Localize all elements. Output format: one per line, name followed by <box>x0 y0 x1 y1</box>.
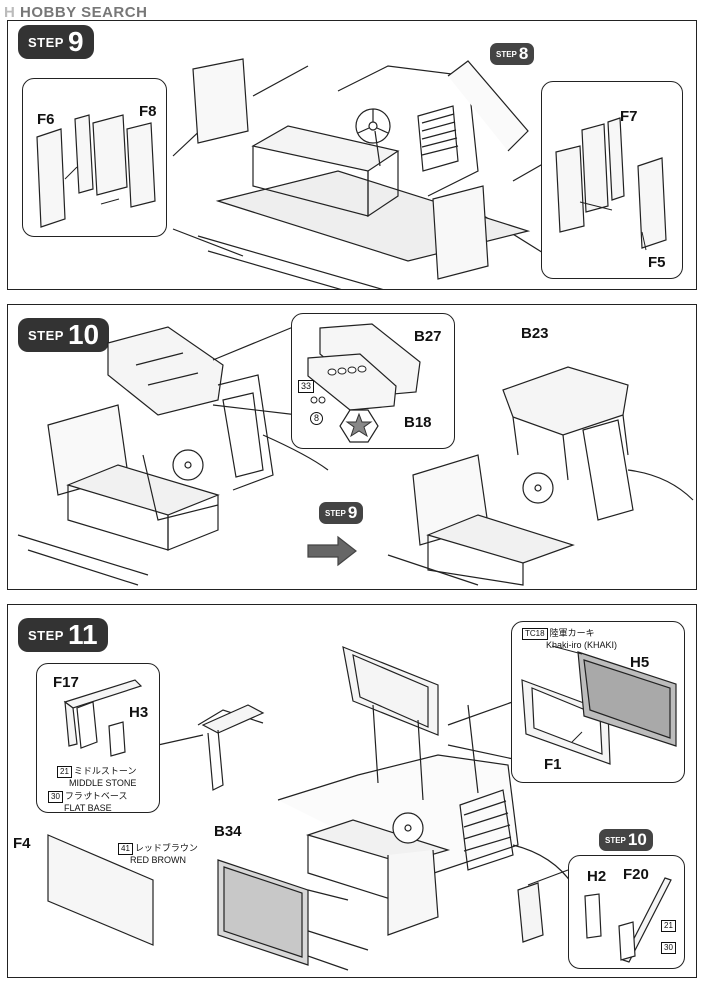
part-label-f6: F6 <box>37 111 55 128</box>
part-label-f4: F4 <box>13 835 31 852</box>
step-9-detail-left: F6 F8 <box>22 78 167 237</box>
part-label-h3: H3 <box>129 704 149 721</box>
part-label-b27: B27 <box>414 328 442 345</box>
step-9-detail-right: F7 F5 <box>541 81 683 279</box>
callout-8: 8 <box>310 412 323 425</box>
part-label-f5: F5 <box>648 254 666 271</box>
paint-mini-30: 30 <box>661 942 678 954</box>
callout-33: 33 <box>298 380 315 393</box>
watermark: H HOBBY SEARCH <box>4 4 148 21</box>
step-10-illustration <box>17 324 694 586</box>
part-label-f20: F20 <box>623 866 649 883</box>
part-label-f1: F1 <box>544 756 562 773</box>
part-label-b18: B18 <box>404 414 432 431</box>
part-label-h5: H5 <box>630 654 650 671</box>
step-11-illustration <box>47 646 574 971</box>
step-10-detail: 33 8 B27 B18 <box>291 313 455 449</box>
part-label-h2: H2 <box>587 868 607 885</box>
part-label-f8: F8 <box>139 103 157 120</box>
part-label-b23: B23 <box>521 325 549 342</box>
step-11-detail-h2: H2 F20 21 30 <box>568 855 685 969</box>
part-label-f17: F17 <box>53 674 79 691</box>
step-9-illustration <box>172 58 549 289</box>
paint-mini-21: 21 <box>661 920 678 932</box>
part-label-f7: F7 <box>620 108 638 125</box>
part-label-b34: B34 <box>214 823 242 840</box>
